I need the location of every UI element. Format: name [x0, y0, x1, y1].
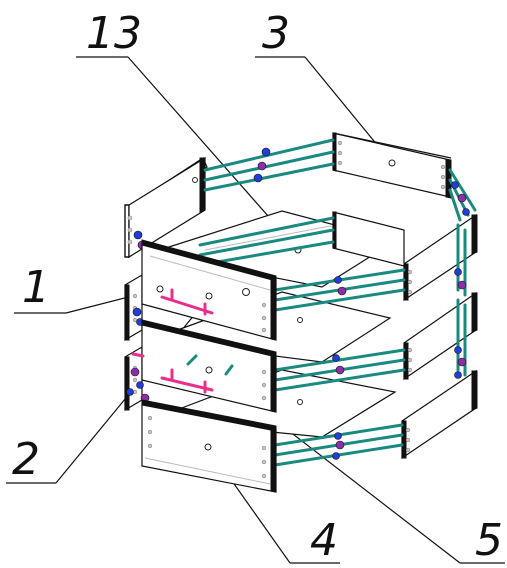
- connector-icon: [454, 268, 462, 276]
- back-right-panel-top: [332, 132, 452, 199]
- connector-icon: [335, 440, 345, 450]
- callout-3-label: 3: [262, 8, 290, 59]
- callout-5-label: 5: [475, 515, 503, 566]
- front-panel-4: [141, 399, 277, 493]
- right-panel-lower: [401, 369, 478, 460]
- connector-icon: [253, 173, 263, 183]
- front-panel-2: [131, 319, 277, 413]
- connector-icon: [332, 354, 340, 362]
- connector-icon: [451, 181, 459, 189]
- connector-icon: [457, 357, 467, 367]
- right-rods: [454, 223, 467, 379]
- connector-icon: [133, 230, 143, 240]
- connector-icon: [130, 367, 140, 377]
- callout-3: 3: [255, 8, 393, 164]
- front-panel-1: [141, 239, 277, 341]
- connector-icon: [337, 286, 347, 296]
- callout-1-label: 1: [22, 262, 50, 313]
- connector-icon: [454, 371, 462, 379]
- connector-icon: [332, 452, 340, 460]
- callout-4-label: 4: [310, 515, 338, 566]
- connector-icon: [261, 147, 271, 157]
- connector-icon: [457, 280, 467, 290]
- callout-13-label: 13: [86, 8, 142, 59]
- connector-icon: [132, 307, 142, 317]
- connector-icon: [136, 381, 144, 389]
- connector-icon: [454, 346, 462, 354]
- back-left-panel-top: [124, 156, 208, 259]
- top-rods: [203, 138, 477, 222]
- callout-2-label: 2: [12, 434, 40, 485]
- callout-13: 13: [76, 8, 299, 251]
- connector-icon: [462, 208, 470, 216]
- left-panel-upper: [124, 273, 143, 342]
- connector-icon: [334, 276, 342, 284]
- connector-icon: [126, 388, 134, 396]
- connector-icon: [257, 161, 267, 171]
- middle-rods: [273, 268, 406, 467]
- connector-icon: [335, 365, 345, 375]
- connector-icon: [334, 432, 342, 440]
- connector-icon: [457, 193, 467, 203]
